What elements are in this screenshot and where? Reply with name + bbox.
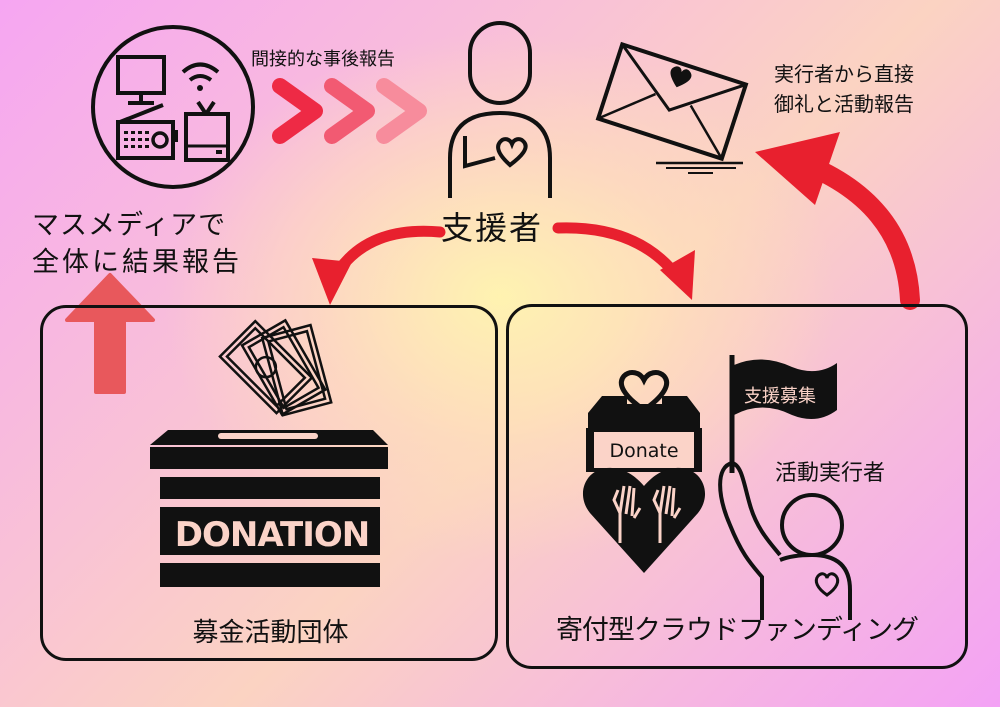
flag-text: 支援募集 bbox=[744, 386, 816, 407]
heart-icon bbox=[496, 137, 528, 168]
envelope-icon bbox=[595, 41, 749, 174]
indirect-report-label: 間接的な事後報告 bbox=[251, 49, 395, 70]
direct-report-line2: 御礼と活動報告 bbox=[774, 92, 914, 116]
arrow-supporter-to-crowdfunding bbox=[552, 222, 686, 286]
chevron-icon-2 bbox=[324, 78, 375, 144]
direct-report-line1: 実行者から直接 bbox=[774, 62, 914, 86]
supporter-person-icon bbox=[448, 21, 552, 198]
arrowhead-icon-right bbox=[660, 250, 695, 300]
supporter-label: 支援者 bbox=[441, 209, 544, 247]
fundraising-org-caption: 募金活動団体 bbox=[192, 618, 349, 648]
up-arrow-icon bbox=[65, 273, 155, 394]
mass-media-caption-line1: マスメディアで bbox=[32, 210, 227, 241]
activity-actor-label: 活動実行者 bbox=[775, 461, 886, 486]
arrowhead-icon-envelope bbox=[755, 132, 840, 205]
donation-box-icon bbox=[150, 318, 388, 587]
heart-icon bbox=[814, 572, 840, 597]
panel-crowdfunding bbox=[506, 304, 968, 669]
crowdfunding-caption: 寄付型クラウドファンディング bbox=[555, 615, 919, 646]
wifi-icon bbox=[181, 62, 220, 74]
chevron-icon-3 bbox=[376, 78, 427, 144]
donation-box-label: DONATION bbox=[174, 515, 370, 555]
mass-media-icon bbox=[91, 25, 255, 189]
donate-box-label: Donate bbox=[609, 440, 679, 462]
arrow-supporter-to-org bbox=[324, 225, 446, 291]
tv-icon bbox=[184, 112, 230, 162]
mass-media-caption-line2: 全体に結果報告 bbox=[32, 247, 242, 278]
chevron-icon-1 bbox=[272, 78, 323, 144]
donate-heart-box-icon bbox=[582, 370, 706, 573]
panel-fundraising-org bbox=[40, 305, 498, 661]
chevron-arrows bbox=[272, 78, 427, 144]
arrowhead-icon-left bbox=[312, 258, 352, 305]
activity-actor-icon bbox=[718, 355, 852, 620]
flag-icon bbox=[734, 359, 837, 419]
